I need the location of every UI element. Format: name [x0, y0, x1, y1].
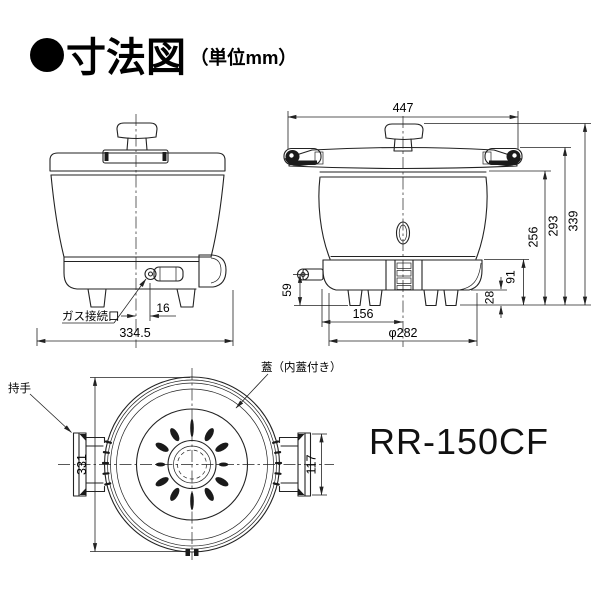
lid-hinge-left — [283, 147, 324, 167]
gas-port-side — [144, 267, 157, 281]
dim-base-height: 91 — [504, 270, 518, 284]
dim-handle-height: 117 — [305, 454, 319, 474]
side-view: 16 ガス接続口 334.5 — [36, 114, 234, 348]
front-view: 447 — [280, 101, 591, 347]
dim-gas-height: 59 — [280, 283, 294, 297]
handle-right — [271, 432, 312, 497]
dim-base-diameter: φ282 — [389, 326, 418, 340]
top-view: 117 331 持手 蓋（内蓋付き） — [8, 360, 342, 560]
label-gas-port: ガス接続口 — [62, 309, 120, 323]
handle-left — [72, 432, 113, 497]
dim-side-total-depth: 334.5 — [119, 326, 150, 340]
dim-total-height: 339 — [567, 211, 581, 232]
dim-body-height: 256 — [527, 227, 541, 248]
label-lid: 蓋（内蓋付き） — [261, 360, 342, 374]
label-handle: 持手 — [8, 381, 31, 395]
dim-gas-offset: 16 — [156, 301, 170, 315]
dim-lid-height: 293 — [547, 216, 561, 237]
inner-lid-circle — [135, 408, 249, 521]
dim-leg-height: 28 — [483, 291, 497, 305]
dim-total-width: 447 — [393, 101, 414, 115]
model-number: RR-150CF — [369, 421, 549, 462]
page-title: 寸法図 （単位mm） — [30, 36, 297, 80]
lid-hinge-right — [482, 147, 523, 167]
dim-top-total-depth: 331 — [75, 454, 89, 475]
title-bullet-icon — [30, 38, 64, 72]
sunburst-vents — [155, 419, 229, 510]
dim-leg-span: 156 — [353, 307, 374, 321]
title-unit: （単位mm） — [190, 47, 297, 68]
title-text: 寸法図 — [66, 36, 186, 80]
